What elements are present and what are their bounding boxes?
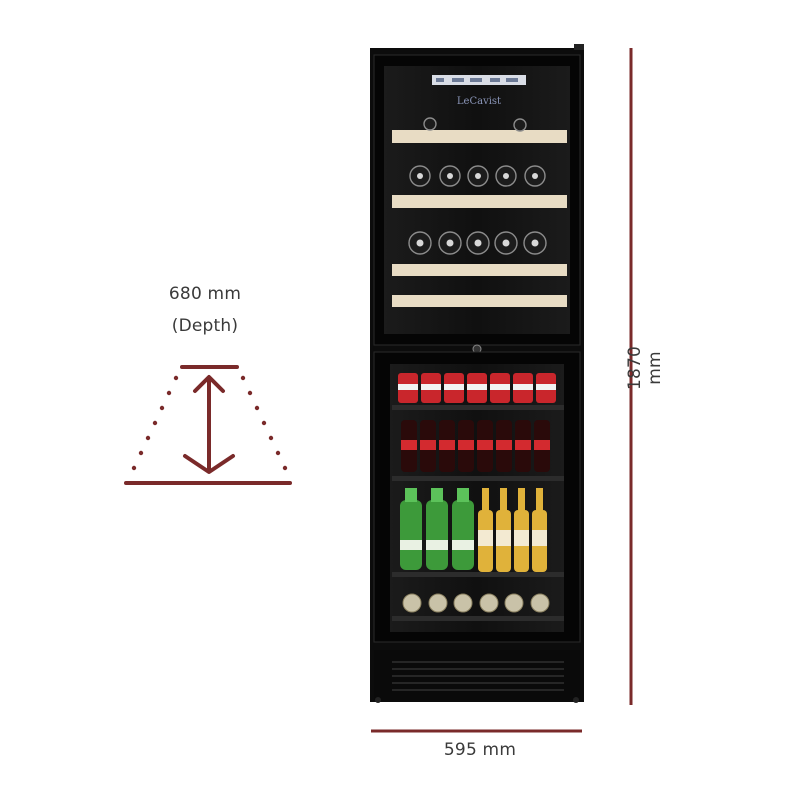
cola-bottles-row: [401, 420, 550, 472]
soda-cans-row: [398, 373, 556, 403]
beer-bottles: [478, 488, 547, 572]
green-bottles: [400, 488, 474, 570]
can-tops-row: [402, 593, 550, 613]
wine-bottles: [408, 117, 547, 255]
brand-logo: LeCavist: [457, 96, 501, 107]
depth-icon: [124, 365, 292, 485]
depth-label: (Depth): [171, 316, 239, 336]
width-value: 595 mm: [443, 740, 517, 760]
wine-shelves: [392, 130, 567, 307]
wine-fridge: LeCavist: [370, 44, 584, 703]
height-value: 1870 mm: [625, 345, 665, 391]
depth-value: 680 mm: [168, 284, 242, 304]
vent-grille: [392, 661, 564, 691]
